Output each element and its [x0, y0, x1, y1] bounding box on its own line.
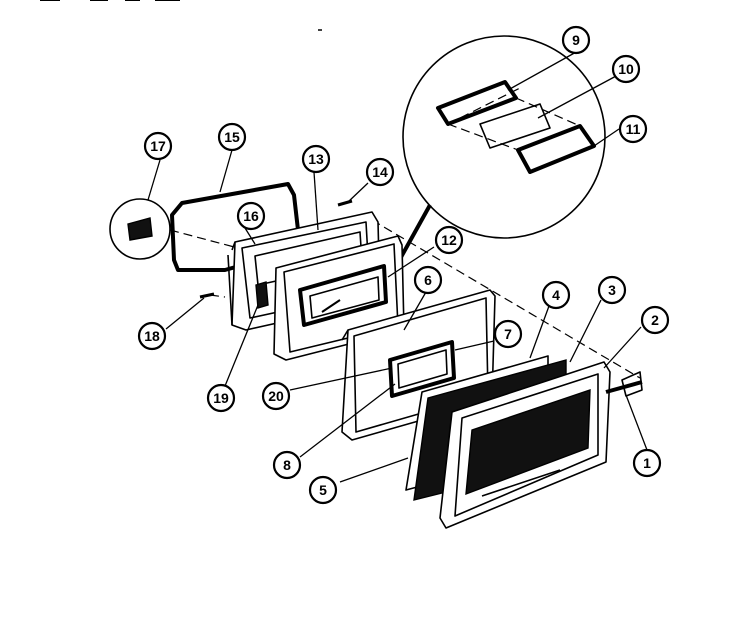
callout-9: 9	[561, 25, 591, 55]
part-12-window-pack	[298, 264, 388, 327]
svg-text:20: 20	[268, 388, 284, 404]
top-edge-marks	[40, 0, 322, 31]
callout-6: 6	[413, 265, 443, 295]
svg-text:6: 6	[424, 272, 432, 288]
part-1-handle	[605, 371, 643, 397]
svg-text:5: 5	[319, 482, 327, 498]
callout-7: 7	[493, 319, 523, 349]
callout-17: 17	[143, 131, 173, 161]
svg-text:2: 2	[651, 312, 659, 328]
svg-text:17: 17	[150, 138, 166, 154]
callout-16: 16	[236, 201, 266, 231]
part-20-window	[388, 340, 456, 398]
part-14-screw	[337, 199, 353, 207]
callout-11: 11	[618, 114, 648, 144]
svg-text:12: 12	[441, 232, 457, 248]
leader-lines	[147, 50, 648, 483]
detail-magnifier	[393, 35, 606, 269]
part-18-screw	[199, 292, 215, 299]
svg-text:4: 4	[552, 287, 560, 303]
svg-text:3: 3	[608, 282, 616, 298]
part-19-bracket	[255, 281, 269, 309]
callout-3: 3	[597, 275, 627, 305]
svg-text:14: 14	[372, 164, 388, 180]
svg-text:9: 9	[572, 32, 580, 48]
callout-12: 12	[434, 225, 464, 255]
callout-4: 4	[541, 280, 571, 310]
part-2-outer-door	[439, 361, 611, 529]
callout-2: 2	[640, 305, 670, 335]
svg-text:13: 13	[308, 151, 324, 167]
svg-text:11: 11	[626, 121, 641, 137]
callout-13: 13	[301, 144, 331, 174]
callout-14: 14	[365, 157, 395, 187]
callout-20: 20	[261, 381, 291, 411]
svg-text:7: 7	[504, 326, 512, 342]
callout-10: 10	[611, 54, 641, 84]
callout-15: 15	[217, 122, 247, 152]
svg-text:19: 19	[213, 390, 229, 406]
detail-glass-10	[479, 103, 551, 149]
svg-text:1: 1	[643, 455, 651, 471]
svg-text:8: 8	[283, 457, 291, 473]
svg-text:15: 15	[224, 129, 240, 145]
callout-19: 19	[206, 383, 236, 413]
callout-18: 18	[137, 321, 167, 351]
svg-text:10: 10	[618, 61, 634, 77]
svg-text:18: 18	[144, 328, 160, 344]
svg-text:16: 16	[243, 208, 259, 224]
callout-1: 1	[632, 448, 662, 478]
callout-5: 5	[308, 475, 338, 505]
callout-8: 8	[272, 450, 302, 480]
part-17-insulation	[109, 198, 171, 260]
